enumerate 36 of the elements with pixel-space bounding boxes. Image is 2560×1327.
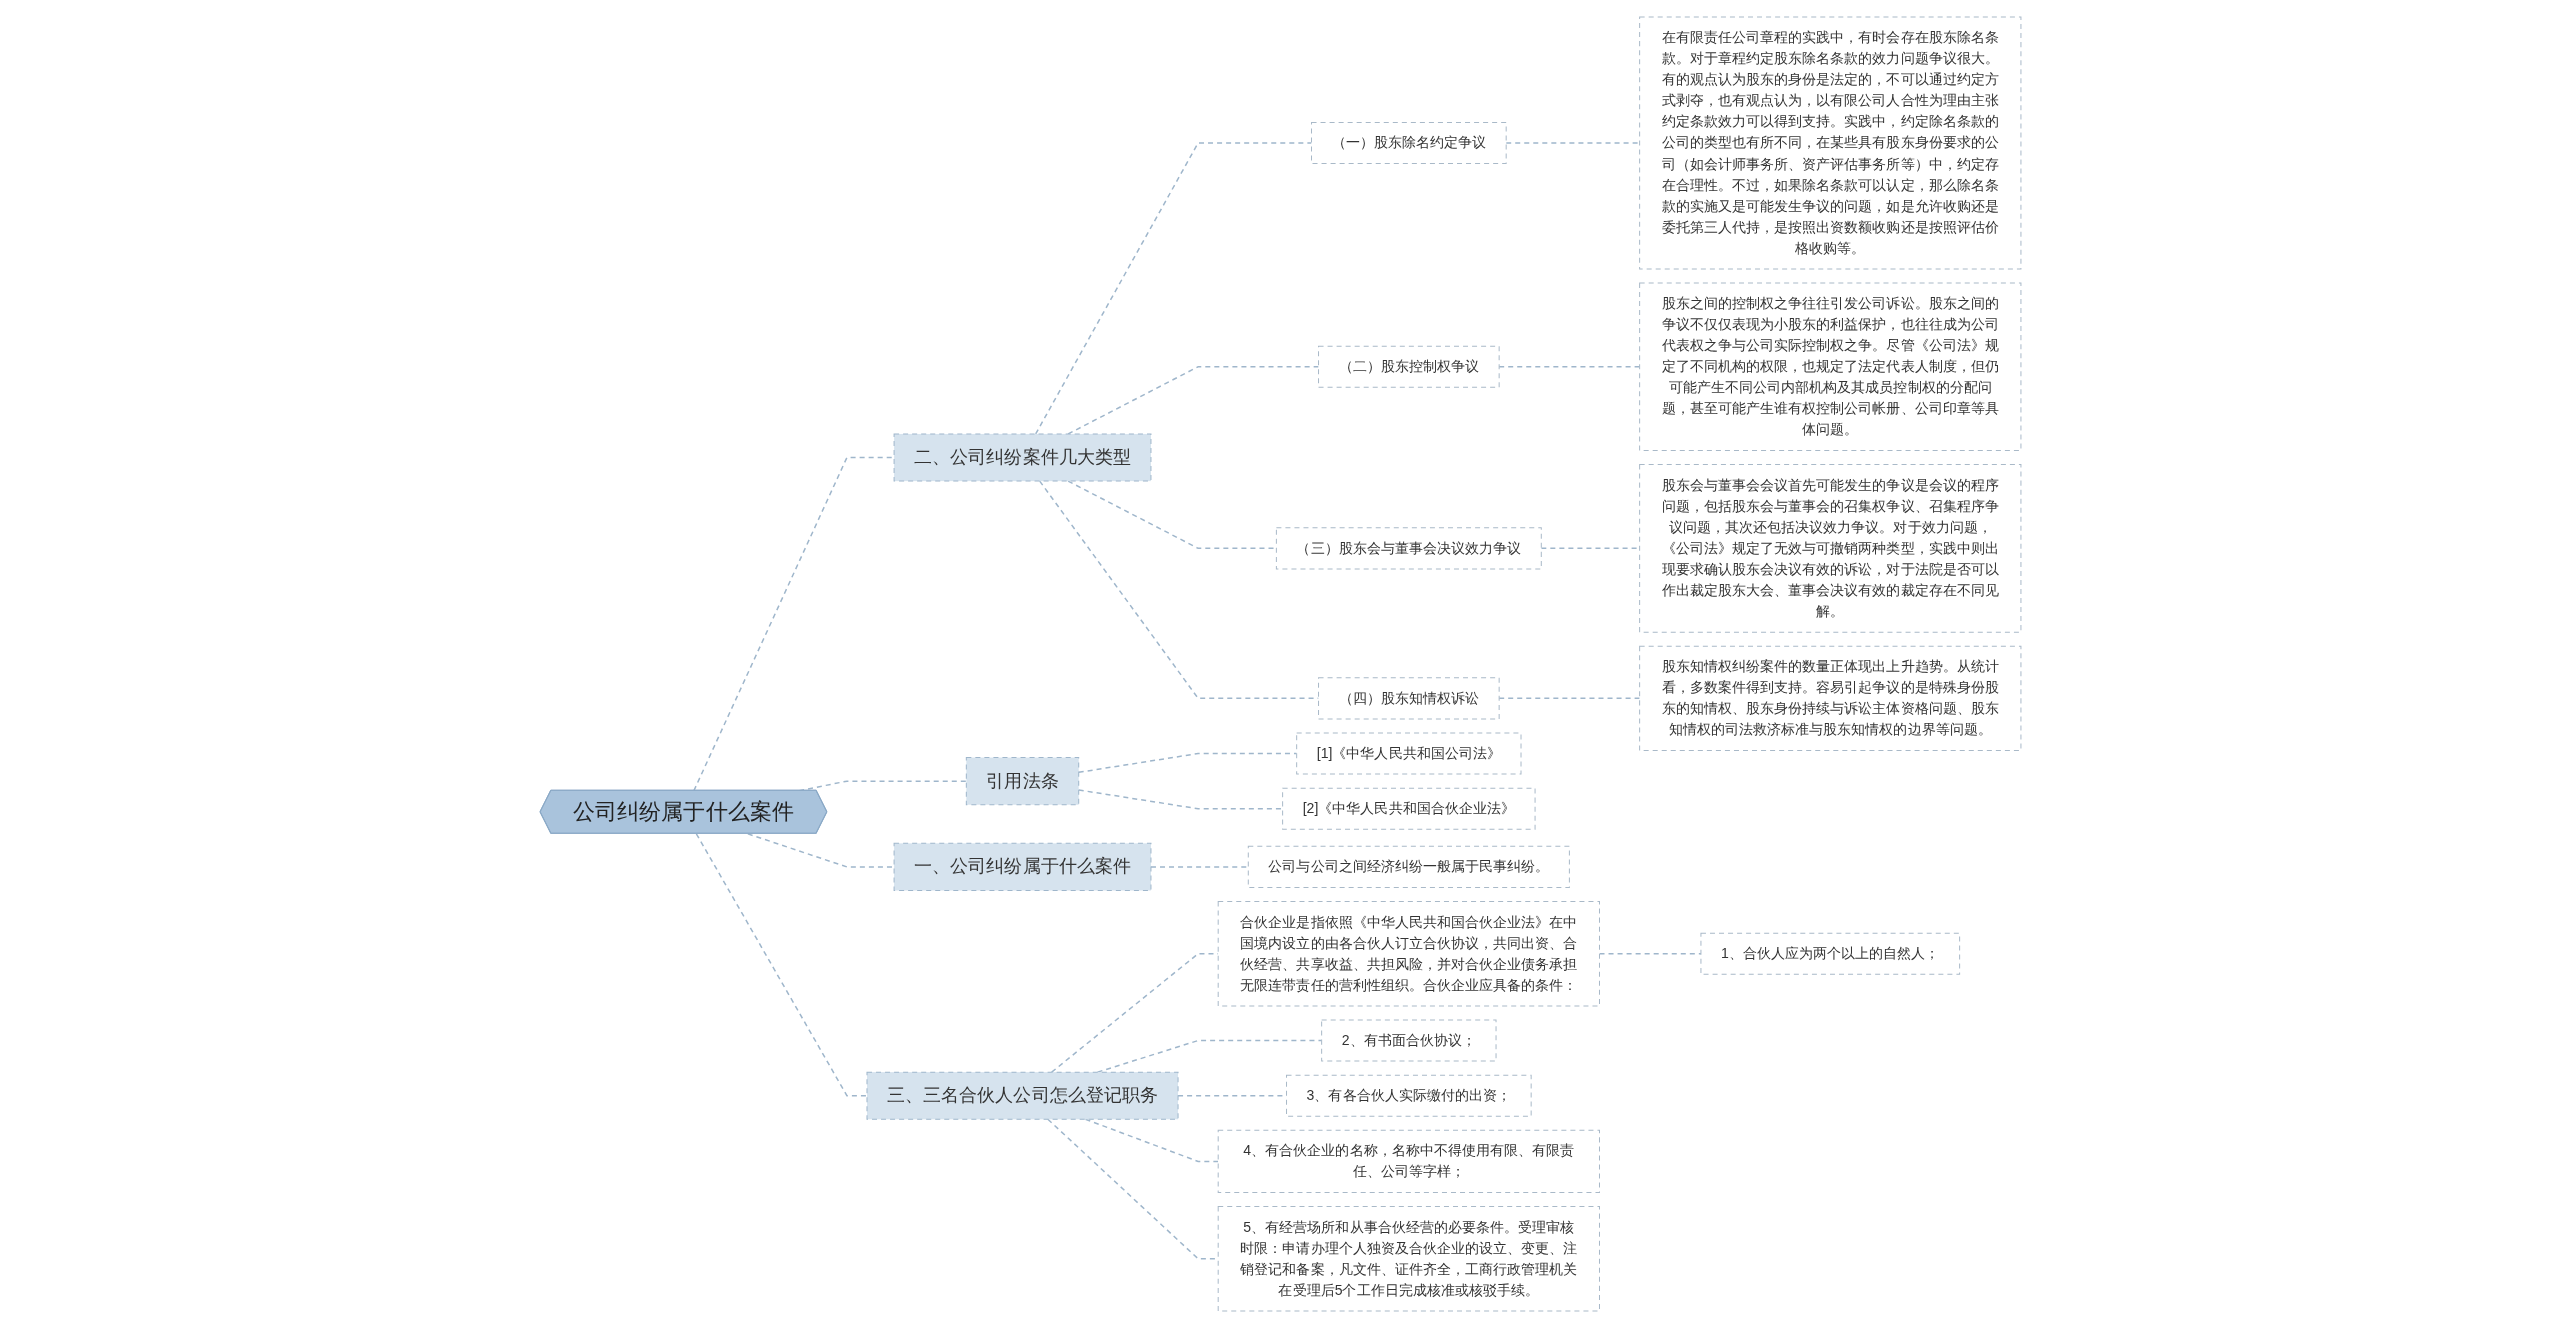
connector [1149,865,1249,868]
connector [1077,788,1283,809]
connector [1504,141,1640,144]
node-box [1281,787,1536,830]
node-box [1275,526,1542,569]
connector [1077,752,1297,773]
node-box [1699,932,1960,975]
connector [1034,141,1312,435]
connector [1497,365,1640,367]
node-box [1638,281,2021,451]
node-box [866,1071,1179,1120]
connector [1540,547,1640,549]
node-box [1638,463,2021,633]
connector [1066,479,1277,549]
node-box [1638,645,2021,751]
node-box [1320,1018,1497,1062]
node-box [893,842,1151,891]
node-box [1638,16,2021,269]
node-box [1310,121,1507,164]
node-box [965,756,1079,805]
node-box [1285,1074,1532,1117]
node-box [1317,676,1500,719]
connector [1084,1118,1219,1162]
connector [1598,952,1702,954]
connector [1497,697,1640,699]
node-box [1217,1129,1600,1193]
node-box [1295,732,1522,775]
node-box [1217,900,1600,1006]
connector [746,832,895,868]
node-box [1317,345,1500,388]
connector [692,456,895,791]
node-box [1247,845,1570,888]
connector [695,832,868,1096]
node-box [1217,1205,1600,1311]
node-box [893,432,1151,482]
connector [1046,1118,1219,1260]
